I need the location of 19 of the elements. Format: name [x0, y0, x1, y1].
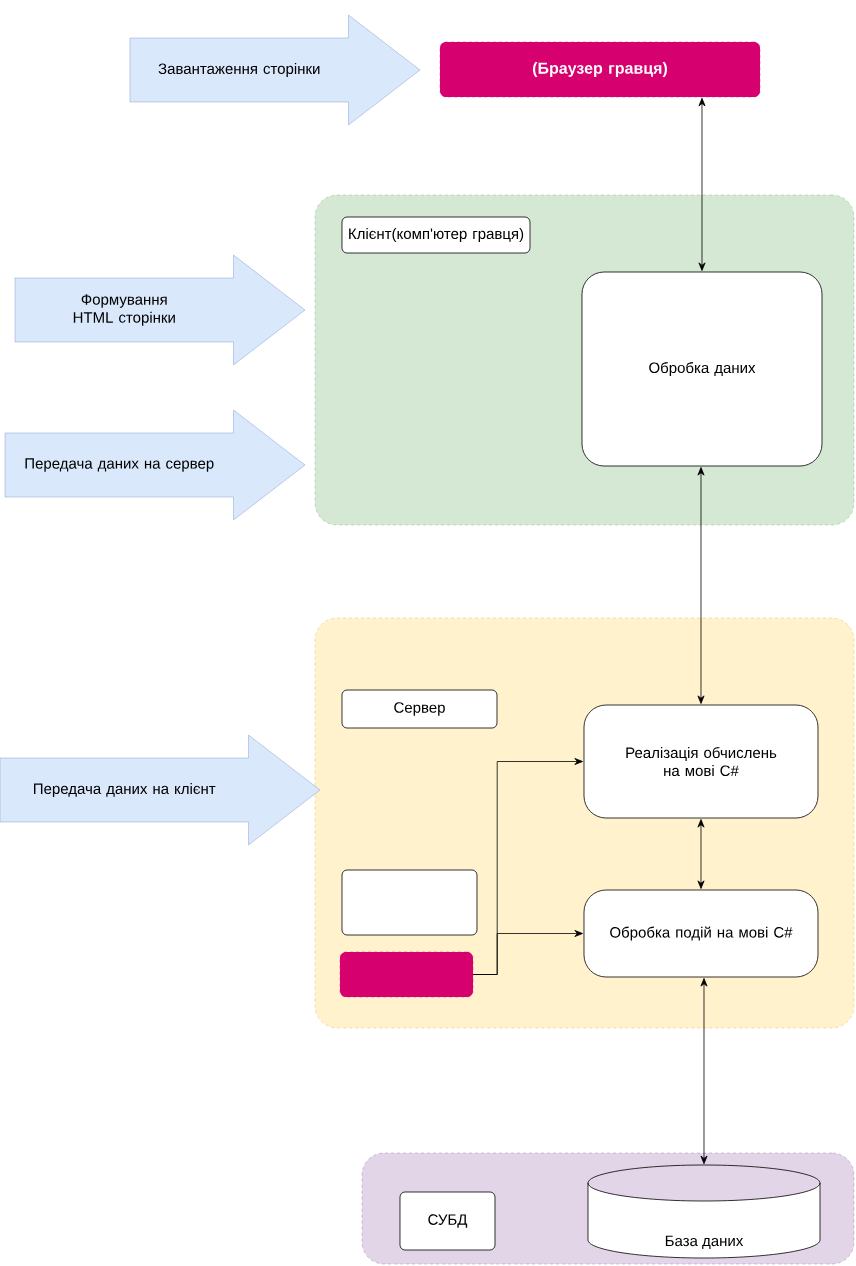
arrow	[700, 978, 708, 1165]
arrow-shaped-box: Передача даних на сервер	[4, 409, 306, 521]
label-box: Сервер	[341, 689, 498, 729]
label-box	[341, 869, 478, 936]
arrow	[698, 97, 706, 271]
highlight-box	[339, 951, 474, 998]
arrow	[697, 467, 705, 704]
process-box: Обробка подій на мові C#	[583, 889, 819, 978]
arrow-shaped-box: Передача даних на клієнт	[0, 734, 321, 846]
arrow	[697, 819, 705, 889]
arrow-shaped-box: Формування HTML сторінки	[14, 254, 306, 366]
label-box: СУБД	[399, 1191, 496, 1251]
process-box: Реалізація обчислень на мові C#	[583, 704, 819, 819]
arrow-shaped-box: Завантаження сторінки	[129, 14, 421, 126]
arrow	[472, 930, 583, 975]
database-cylinder: База даних	[587, 1164, 821, 1259]
label-box: Клієнт(комп'ютер гравця)	[341, 216, 531, 254]
process-box: Обробка даних	[581, 271, 823, 467]
highlight-box: (Браузер гравця)	[439, 41, 761, 98]
